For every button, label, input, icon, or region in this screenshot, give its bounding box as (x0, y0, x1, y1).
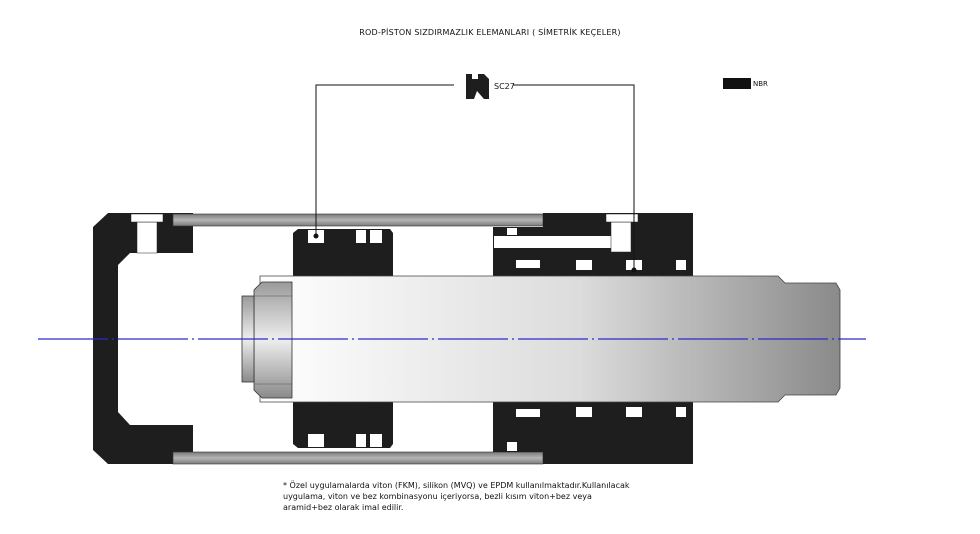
callout-label: SC27 (494, 82, 515, 91)
diagram-title: ROD-PİSTON SIZDIRMAZLIK ELEMANLARI ( SİM… (359, 28, 621, 37)
leader-line-rod (513, 84, 635, 270)
gland-port-top (610, 221, 632, 253)
footnote: * Özel uygulamalarda viton (FKM), siliko… (283, 481, 630, 512)
rod-gland-bottom (493, 401, 693, 464)
end-cap-port (136, 221, 158, 254)
tube-wall-top (172, 213, 544, 227)
end-cap (93, 213, 193, 464)
seal-profile-icon (466, 74, 489, 99)
legend-swatch (723, 78, 751, 89)
piston-top (293, 229, 393, 290)
retaining-nut (253, 281, 293, 399)
tube-wall-bottom (172, 451, 544, 465)
piston-bottom (293, 388, 393, 448)
leader-line-piston (315, 84, 454, 236)
legend-label: NBR (753, 80, 768, 88)
